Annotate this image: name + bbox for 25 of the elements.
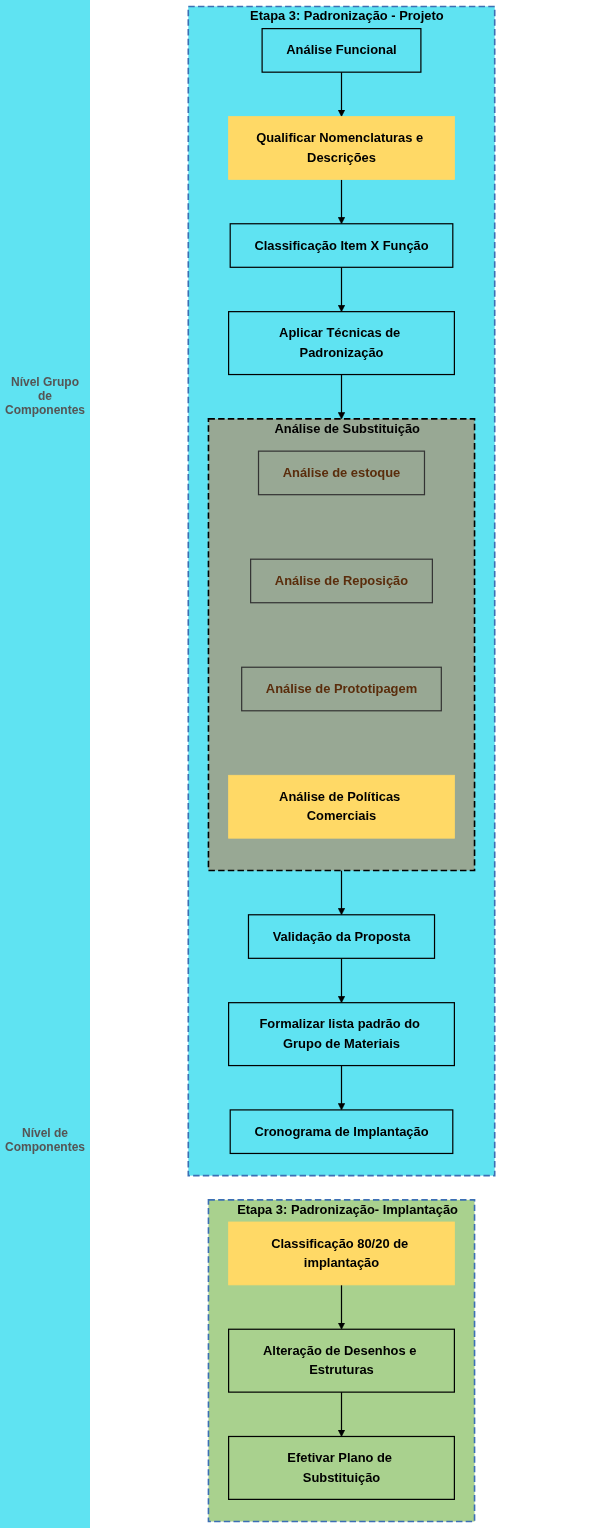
node-box: Formalizar lista padrão do Grupo de Materiais bbox=[228, 1002, 455, 1067]
arrow bbox=[337, 373, 346, 420]
arrow bbox=[337, 178, 346, 225]
node-box: Validação da Proposta bbox=[247, 914, 436, 959]
node-box: Análise de Reposição bbox=[250, 558, 433, 604]
node-box: Efetivar Plano de Substituição bbox=[228, 1435, 455, 1500]
arrow bbox=[337, 71, 346, 117]
arrow bbox=[337, 1391, 346, 1437]
node-box: Classificação 80/20 de implantação bbox=[228, 1221, 455, 1286]
node-box: Classificação Item X Função bbox=[229, 223, 454, 268]
node-box: Análise de estoque bbox=[257, 450, 426, 496]
arrow bbox=[337, 1064, 346, 1111]
node-box: Análise Funcional bbox=[261, 28, 422, 73]
arrow bbox=[337, 957, 346, 1003]
bracket-label: Nível de Componentes bbox=[4, 1125, 86, 1154]
arrow bbox=[337, 869, 346, 916]
bracket-label: Nível Grupo de Componentes bbox=[4, 374, 86, 417]
node-box: Cronograma de Implantação bbox=[229, 1109, 454, 1155]
arrow bbox=[337, 266, 346, 312]
arrow bbox=[337, 1284, 346, 1330]
node-box: Qualificar Nomenclaturas e Descrições bbox=[228, 116, 455, 180]
node-box: Aplicar Técnicas de Padronização bbox=[228, 311, 455, 376]
node-box: Alteração de Desenhos e Estruturas bbox=[228, 1328, 455, 1393]
node-box: Análise de Políticas Comerciais bbox=[228, 774, 455, 839]
node-box: Análise de Prototipagem bbox=[241, 666, 442, 712]
